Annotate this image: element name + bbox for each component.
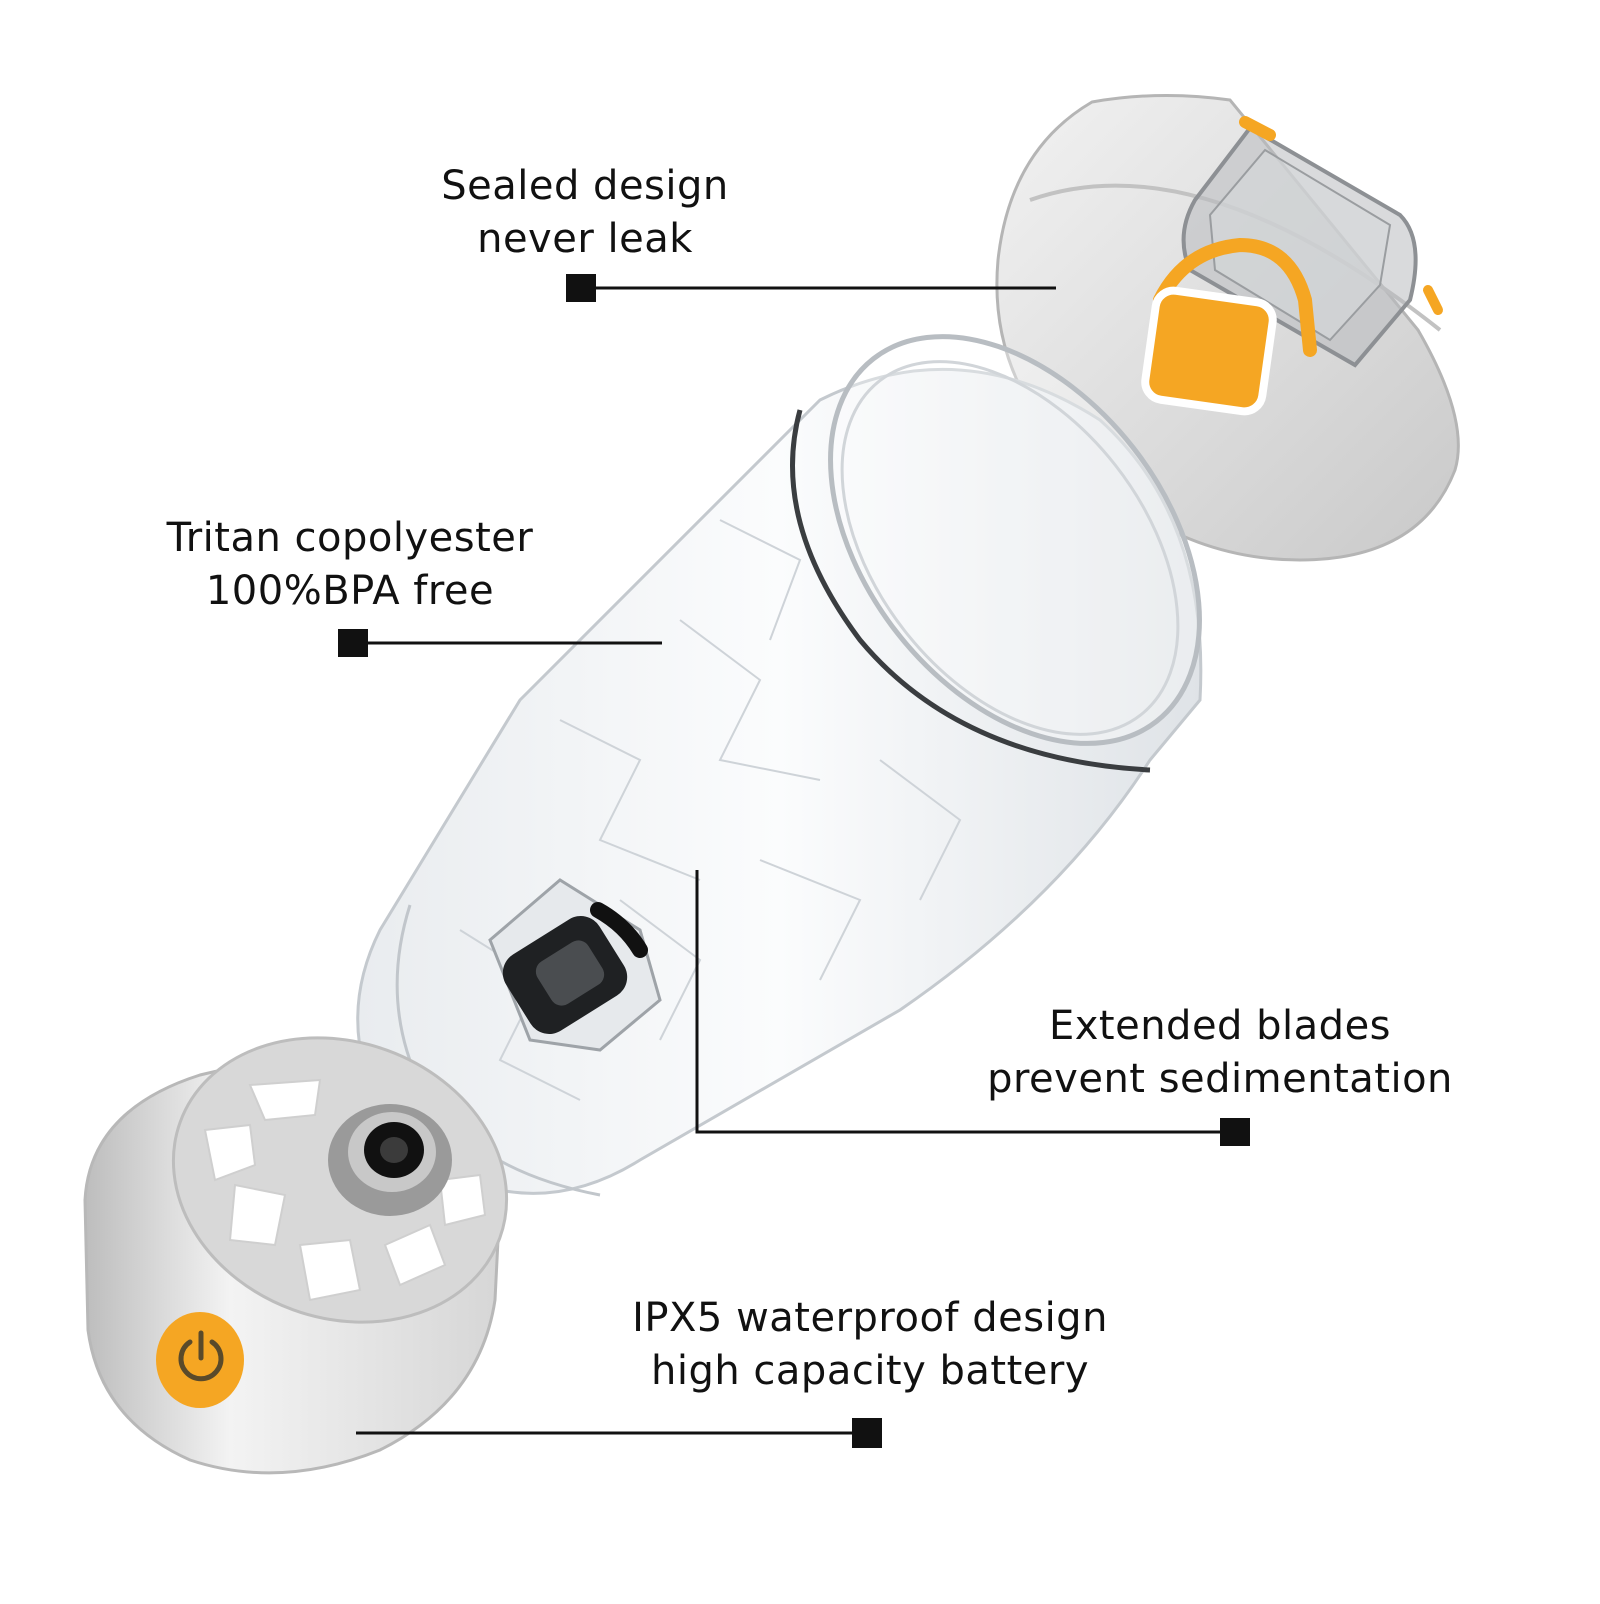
base-vents (203, 1078, 487, 1302)
power-icon (178, 1330, 224, 1382)
flip-lid-latch[interactable] (1141, 116, 1443, 416)
callout-line: 100%BPA free (205, 568, 495, 614)
callout-line: prevent sedimentation (987, 1056, 1453, 1102)
callout-line: never leak (477, 216, 693, 262)
tritan-cup (356, 334, 1203, 1197)
blade-assembly (488, 878, 662, 1052)
spout-window (1181, 125, 1418, 368)
callout-tritan-material: Tritan copolyester 100%BPA free (110, 512, 590, 618)
callout-sealed-leader (566, 274, 1056, 302)
callout-sealed-design: Sealed design never leak (385, 160, 785, 266)
callout-line: high capacity battery (651, 1348, 1089, 1394)
callout-tritan-leader (338, 629, 662, 657)
callout-extended-blades: Extended blades prevent sedimentation (940, 1000, 1500, 1106)
callout-line: IPX5 waterproof design (632, 1295, 1108, 1341)
callout-battery-leader (356, 1418, 882, 1448)
callout-line: Extended blades (1048, 1003, 1392, 1049)
drive-shaft (328, 1104, 452, 1216)
power-button[interactable] (156, 1312, 244, 1408)
callout-waterproof-battery: IPX5 waterproof design high capacity bat… (570, 1292, 1170, 1398)
motor-base (83, 1036, 509, 1475)
callout-line: Sealed design (441, 163, 729, 209)
callout-blades-leader (695, 870, 1250, 1146)
callout-line: Tritan copolyester (166, 515, 534, 561)
